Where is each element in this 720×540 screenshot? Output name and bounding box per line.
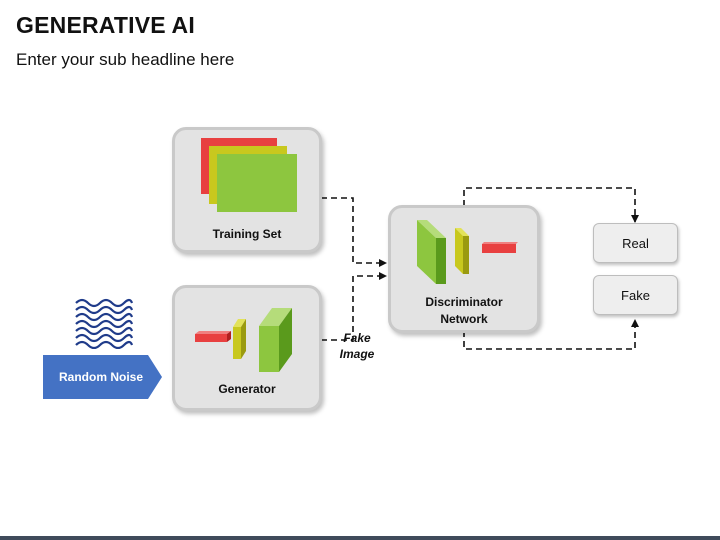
fake-output-box: Fake <box>593 275 678 315</box>
page-title: GENERATIVE AI <box>16 12 195 38</box>
fake-image-label-line1: Fake <box>343 331 371 345</box>
random-noise-label: Random Noise <box>59 370 144 384</box>
training-to-discriminator-arrow <box>321 197 387 267</box>
discriminator-label-line2: Network <box>440 312 488 326</box>
discriminator-network-icon <box>417 220 518 284</box>
training-set-label: Training Set <box>212 227 282 241</box>
discriminator-to-fake-arrow <box>463 319 639 350</box>
random-noise-arrow: Random Noise <box>43 355 162 399</box>
arrow-shape-icon <box>43 355 162 399</box>
footer-bar <box>0 536 720 540</box>
image-stack-icon <box>201 138 297 212</box>
generator-network-icon <box>195 308 292 372</box>
noise-waves-icon <box>75 298 134 349</box>
generator-card: Generator <box>172 285 322 411</box>
fake-image-label: Fake Image <box>336 330 378 362</box>
discriminator-to-real-arrow <box>463 187 639 223</box>
discriminator-label-line1: Discriminator <box>425 295 503 309</box>
real-output-box: Real <box>593 223 678 263</box>
generator-label: Generator <box>218 382 276 396</box>
page-subtitle: Enter your sub headline here <box>16 50 235 69</box>
generator-to-discriminator-arrow <box>321 272 387 341</box>
training-set-card: Training Set <box>172 127 322 253</box>
discriminator-card: Discriminator Network <box>388 205 540 333</box>
fake-image-label-line2: Image <box>339 347 375 361</box>
